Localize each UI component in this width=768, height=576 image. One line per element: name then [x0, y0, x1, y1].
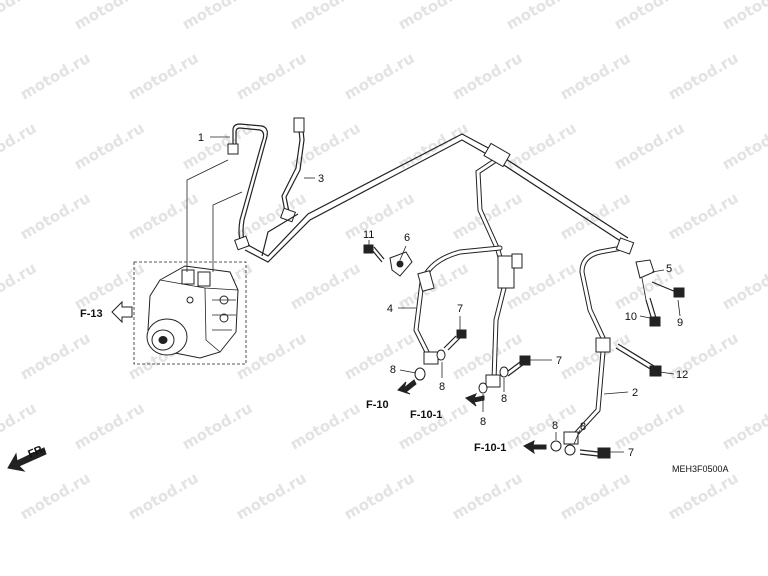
- watermark-text: motod.ru: [611, 0, 687, 33]
- watermark-text: motod.ru: [395, 0, 471, 33]
- abs-modulator: [146, 265, 239, 359]
- part-12-bolt: [615, 343, 662, 377]
- callout-8-e: 8: [552, 420, 558, 432]
- watermark-text: motod.ru: [719, 399, 768, 454]
- part-10-bolt: [645, 297, 661, 327]
- brake-pipe-1: [227, 123, 268, 251]
- part-11-bolt: [363, 244, 385, 263]
- reference-f10-1-a: F-10-1: [410, 409, 442, 421]
- callout-11: 11: [363, 229, 374, 241]
- watermark-text: motod.ru: [0, 259, 39, 314]
- watermark-text: motod.ru: [341, 329, 417, 384]
- watermark-text: motod.ru: [233, 329, 309, 384]
- watermark-text: motod.ru: [503, 119, 579, 174]
- pipe-lead-1: [186, 159, 229, 272]
- callout-1: 1: [198, 132, 204, 144]
- reference-f10-1-b: F-10-1: [474, 442, 506, 454]
- watermark-text: motod.ru: [719, 119, 768, 174]
- abs-modulator-outline: [133, 261, 247, 365]
- brake-pipe-main: [244, 133, 629, 263]
- watermark-text: motod.ru: [557, 469, 633, 524]
- front-direction-label: FR.: [26, 443, 47, 461]
- watermark-text: motod.ru: [125, 469, 201, 524]
- diagram-code: MEH3F0500A: [672, 464, 729, 474]
- watermark-text: motod.ru: [179, 0, 255, 33]
- callout-12: 12: [676, 369, 688, 381]
- part-7-bolts: [443, 329, 611, 459]
- watermark-text: motod.ru: [449, 469, 525, 524]
- part-6-clamp: [389, 251, 413, 277]
- callout-7-b: 7: [556, 355, 562, 367]
- reference-f13: F-13: [80, 308, 103, 320]
- watermark-text: motod.ru: [503, 0, 579, 33]
- callout-8-b: 8: [439, 381, 445, 393]
- leader-lines: [210, 136, 681, 453]
- watermark-text: motod.ru: [557, 49, 633, 104]
- pipe-lead-2: [212, 191, 243, 272]
- callout-7-c: 7: [628, 447, 634, 459]
- watermark-text: motod.ru: [449, 49, 525, 104]
- watermark-text: motod.ru: [449, 189, 525, 244]
- callout-8-a: 8: [390, 364, 396, 376]
- callout-8-d: 8: [501, 393, 507, 405]
- callout-6: 6: [404, 232, 410, 244]
- watermark-text: motod.ru: [665, 49, 741, 104]
- watermark-text: motod.ru: [665, 189, 741, 244]
- part-9-bolt: [651, 281, 685, 298]
- watermark-text: motod.ru: [287, 0, 363, 33]
- watermark-text: motod.ru: [233, 49, 309, 104]
- watermark-text: motod.ru: [125, 49, 201, 104]
- watermark-text: motod.ru: [557, 329, 633, 384]
- watermark-text: motod.ru: [71, 119, 147, 174]
- watermark-text: motod.ru: [395, 399, 471, 454]
- watermark-text: motod.ru: [287, 259, 363, 314]
- callout-5: 5: [666, 263, 672, 275]
- callout-3: 3: [318, 173, 324, 185]
- watermark-text: motod.ru: [341, 469, 417, 524]
- watermark-layer: motod.ru motod.ru motod.ru motod.ru motod.ru…: [0, 0, 768, 523]
- brake-hose-2: [563, 237, 635, 445]
- watermark-text: motod.ru: [71, 259, 147, 314]
- callout-7-a: 7: [457, 303, 463, 315]
- watermark-text: motod.ru: [125, 189, 201, 244]
- watermark-text: motod.ru: [0, 399, 39, 454]
- watermark-text: motod.ru: [611, 399, 687, 454]
- watermark-text: motod.ru: [233, 469, 309, 524]
- brake-hose-4: [413, 245, 503, 365]
- watermark-text: motod.ru: [17, 49, 93, 104]
- callout-8-c: 8: [480, 416, 486, 428]
- part-8-washers: [414, 349, 576, 456]
- watermark-text: motod.ru: [17, 189, 93, 244]
- reference-f10: F-10: [366, 399, 389, 411]
- watermark-text: motod.ru: [395, 119, 471, 174]
- watermark-text: motod.ru: [287, 399, 363, 454]
- callout-10: 10: [625, 311, 637, 323]
- watermark-text: motod.ru: [719, 259, 768, 314]
- watermark-text: motod.ru: [611, 119, 687, 174]
- watermark-text: motod.ru: [0, 119, 39, 174]
- watermark-text: motod.ru: [341, 49, 417, 104]
- callout-2: 2: [632, 387, 638, 399]
- watermark-text: motod.ru: [71, 399, 147, 454]
- watermark-text: motod.ru: [665, 469, 741, 524]
- watermark-text: motod.ru: [179, 399, 255, 454]
- watermark-text: motod.ru: [17, 329, 93, 384]
- watermark-text: motod.ru: [17, 469, 93, 524]
- callout-9: 9: [677, 317, 683, 329]
- watermark-text: motod.ru: [71, 0, 147, 33]
- reference-arrows: [7, 300, 547, 472]
- callout-8-f: 8: [580, 421, 586, 433]
- watermark-text: motod.ru: [0, 0, 39, 33]
- callout-4: 4: [387, 303, 393, 315]
- watermark-text: motod.ru: [719, 0, 768, 33]
